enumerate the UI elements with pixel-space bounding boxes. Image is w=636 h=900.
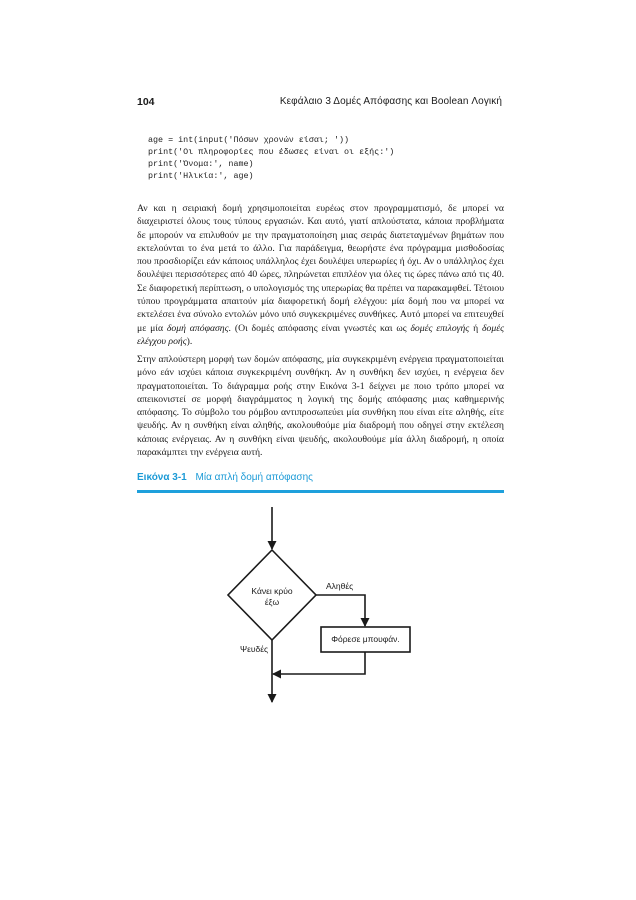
body-paragraph: Στην απλούστερη μορφή των δομών απόφασης… xyxy=(137,354,504,459)
paragraph-text: . (Οι δομές απόφασης είναι γνωστές και ω… xyxy=(228,322,411,334)
figure-rule xyxy=(137,490,504,493)
figure-title: Μία απλή δομή απόφασης xyxy=(195,472,313,483)
body-paragraph: Αν και η σειριακή δομή χρησιμοποιείται ε… xyxy=(137,202,504,348)
code-line: print('Όνομα:', name) xyxy=(148,159,254,169)
paragraph-text: ή xyxy=(469,322,483,334)
paragraph-text: Αν και η σειριακή δομή χρησιμοποιείται ε… xyxy=(137,203,504,334)
code-line: age = int(input('Πόσων χρονών είσαι; ')) xyxy=(148,135,350,145)
false-label: Ψευδές xyxy=(240,644,268,654)
emphasis-term: δομή απόφασης xyxy=(166,322,229,334)
merge-arrow xyxy=(272,652,366,679)
page-number: 104 xyxy=(137,96,155,108)
decision-text-line2: έξω xyxy=(265,597,280,607)
paragraph-text: ). xyxy=(186,335,193,347)
emphasis-term: δομές ελέγχου ροής xyxy=(137,322,505,347)
true-label: Αληθές xyxy=(326,581,353,591)
decision-text-line1: Κάνει κρύο xyxy=(251,586,293,596)
code-listing: age = int(input('Πόσων χρονών είσαι; '))… xyxy=(148,134,394,182)
code-line: print('Ηλικία:', age) xyxy=(148,171,254,181)
true-branch-arrow xyxy=(316,594,370,627)
action-text: Φόρεσε μπουφάν. xyxy=(331,634,400,644)
emphasis-term: δομές επιλογής xyxy=(410,322,470,334)
figure-label: Εικόνα 3-1 xyxy=(137,472,187,483)
figure-caption: Εικόνα 3-1 Μία απλή δομή απόφασης xyxy=(137,472,313,483)
code-line: print('Οι πληροφορίες που έδωσες είναι ο… xyxy=(148,147,395,157)
running-header: Κεφάλαιο 3 Δομές Απόφασης και Boolean Λο… xyxy=(279,96,502,107)
